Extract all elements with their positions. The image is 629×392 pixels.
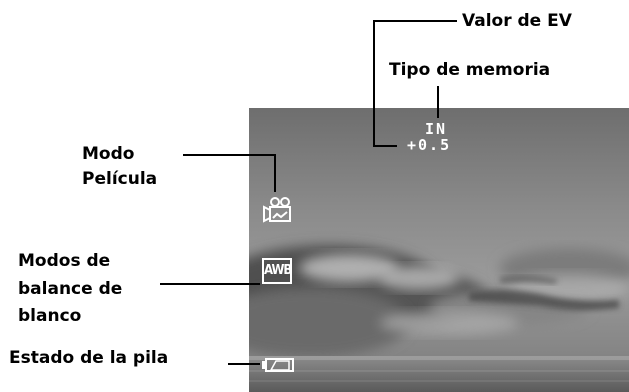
callout-wb-modes-line2: balance de [18, 279, 123, 299]
callout-ev-value: Valor de EV [462, 11, 572, 31]
movie-camera-icon [263, 197, 291, 223]
battery-icon [262, 358, 294, 372]
callout-wb-modes-line1: Modos de [18, 251, 111, 271]
leader-line-battery [228, 363, 260, 365]
callout-movie-mode-line1: Modo [82, 144, 135, 164]
camera-lcd-screen: IN +0.5 AWB [249, 108, 629, 392]
callout-memory-type: Tipo de memoria [389, 60, 551, 80]
leader-line-ev-h-top [373, 20, 457, 22]
leader-line-ev-vertical [373, 20, 375, 147]
sky-photo-background [249, 108, 629, 392]
leader-line-movie-h [183, 154, 276, 156]
white-balance-indicator: AWB [262, 258, 292, 284]
callout-wb-modes-line3: blanco [18, 306, 82, 326]
memory-type-indicator: IN [425, 120, 448, 138]
callout-battery-status: Estado de la pila [9, 348, 169, 368]
leader-line-movie-v [274, 154, 276, 192]
leader-line-wb [160, 283, 260, 285]
ev-value-indicator: +0.5 [407, 136, 452, 154]
callout-movie-mode-line2: Película [82, 169, 158, 189]
leader-line-memory [437, 86, 439, 118]
leader-line-ev-h-bottom [373, 145, 397, 147]
